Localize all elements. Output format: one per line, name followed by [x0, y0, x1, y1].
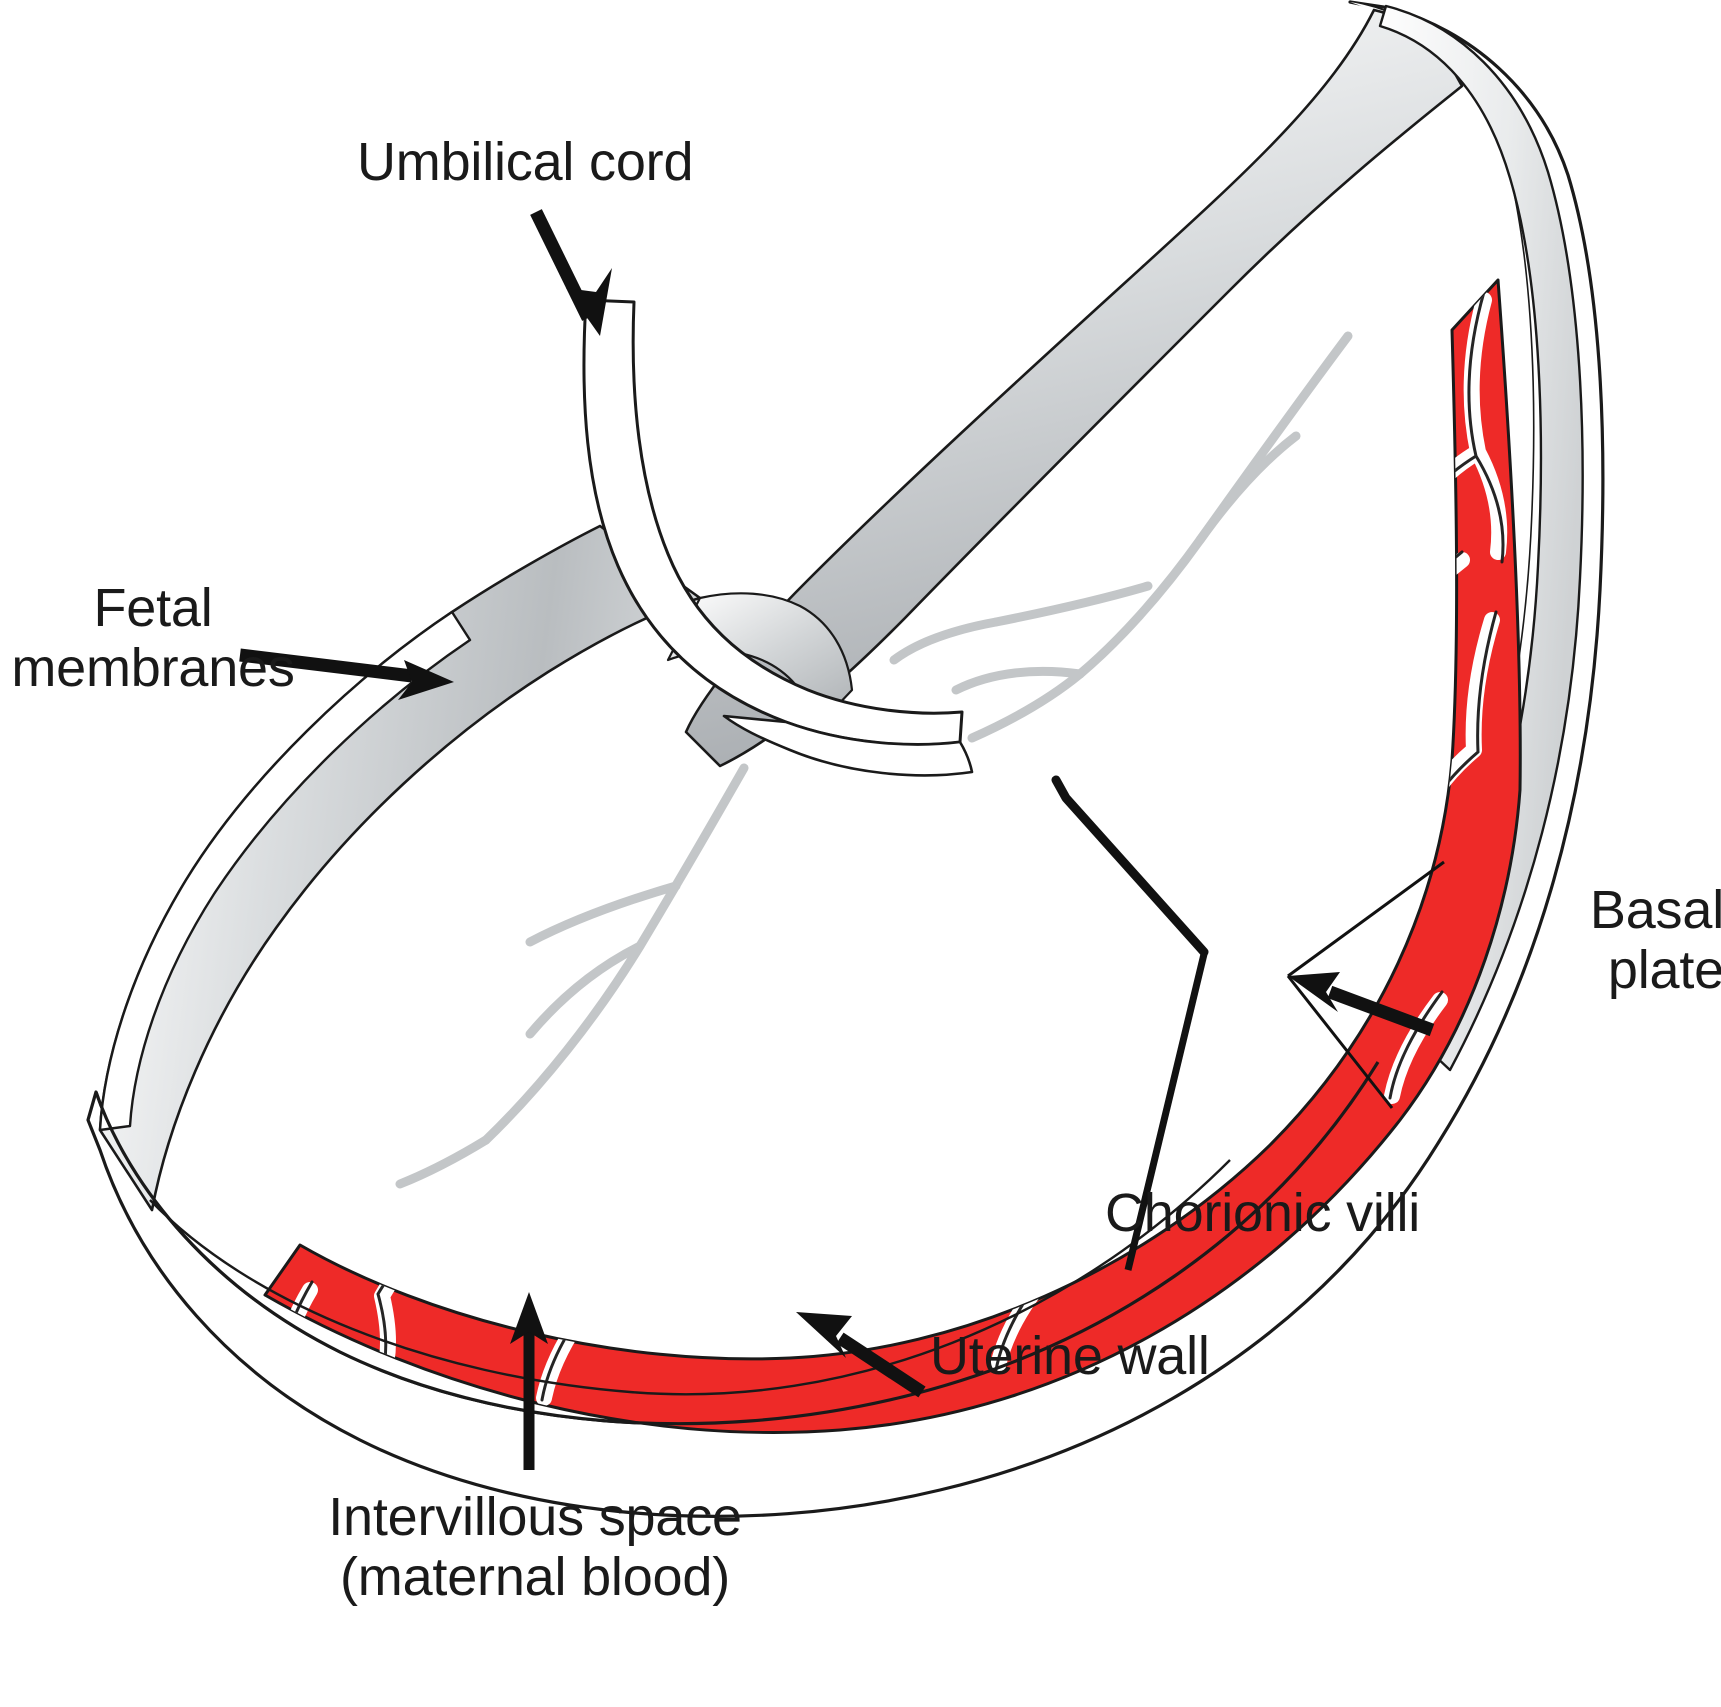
chorionic-plate-interior [96, 2, 1533, 1424]
label-intervillous-line1: Intervillous space [328, 1487, 742, 1547]
chorionic-vessels-lower [395, 763, 749, 1189]
label-uterine-wall: Uterine wall [930, 1326, 1210, 1386]
label-intervillous-line2: (maternal blood) [340, 1547, 730, 1608]
leader-fetal-membranes [239, 648, 454, 700]
leader-basal-plate [1286, 860, 1445, 1109]
label-umbilical-cord: Umbilical cord [357, 132, 694, 192]
label-intervillous-space: Intervillous space(maternal blood) [255, 1487, 815, 1608]
leader-intervillous-space [510, 1292, 548, 1470]
chorionic-vessels [889, 331, 1353, 743]
umbilical-cord-insertion [722, 714, 974, 777]
uterine-wall-line [94, 1061, 1380, 1426]
villi-bracket [1051, 775, 1209, 957]
label-chorionic-villi: Chorionic villi [1105, 1183, 1421, 1243]
fetal-membrane-left-fold [98, 610, 472, 1132]
placenta-body [86, 0, 1605, 1518]
label-fetal-membranes-line1: Fetal [93, 578, 213, 638]
label-basal-plate-line1: Basal [1589, 880, 1721, 940]
disc-rim-right [1378, 4, 1584, 1072]
leader-umbilical-cord [530, 209, 612, 336]
leader-chorionic-villi [1124, 949, 1209, 1271]
leader-uterine-wall [796, 1312, 926, 1398]
label-basal-plate-line2: plate [1607, 940, 1721, 1001]
uterine-wall-inner-line [149, 1159, 1231, 1396]
label-fetal-membranes-line2: membranes [11, 638, 295, 699]
